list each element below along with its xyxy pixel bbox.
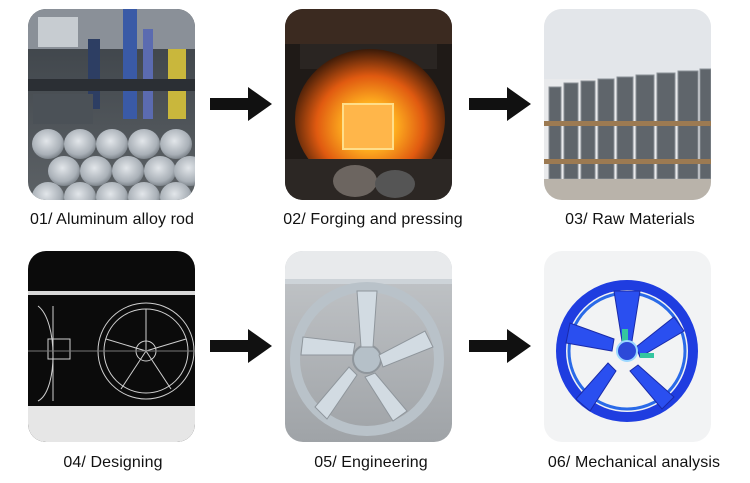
step-06-fea-screenshot [544, 251, 711, 442]
step-05-3d-model-screenshot [285, 251, 452, 442]
step-02-label: 02/ Forging and pressing [283, 211, 463, 228]
arrow-right-icon [469, 87, 531, 121]
step-04-label: 04/ Designing [63, 454, 163, 471]
step-03-label: 03/ Raw Materials [565, 211, 695, 228]
arrow-right-icon [469, 329, 531, 363]
arrow-right-icon [210, 87, 272, 121]
arrow-right-icon [210, 329, 272, 363]
step-02-photo [285, 9, 452, 200]
step-01-photo [28, 9, 195, 200]
step-04-cad-screenshot [28, 251, 195, 442]
step-05-label: 05/ Engineering [314, 454, 428, 471]
step-03-photo [544, 9, 711, 200]
step-06-label: 06/ Mechanical analysis [547, 454, 721, 471]
step-01-label: 01/ Aluminum alloy rod [29, 211, 195, 228]
